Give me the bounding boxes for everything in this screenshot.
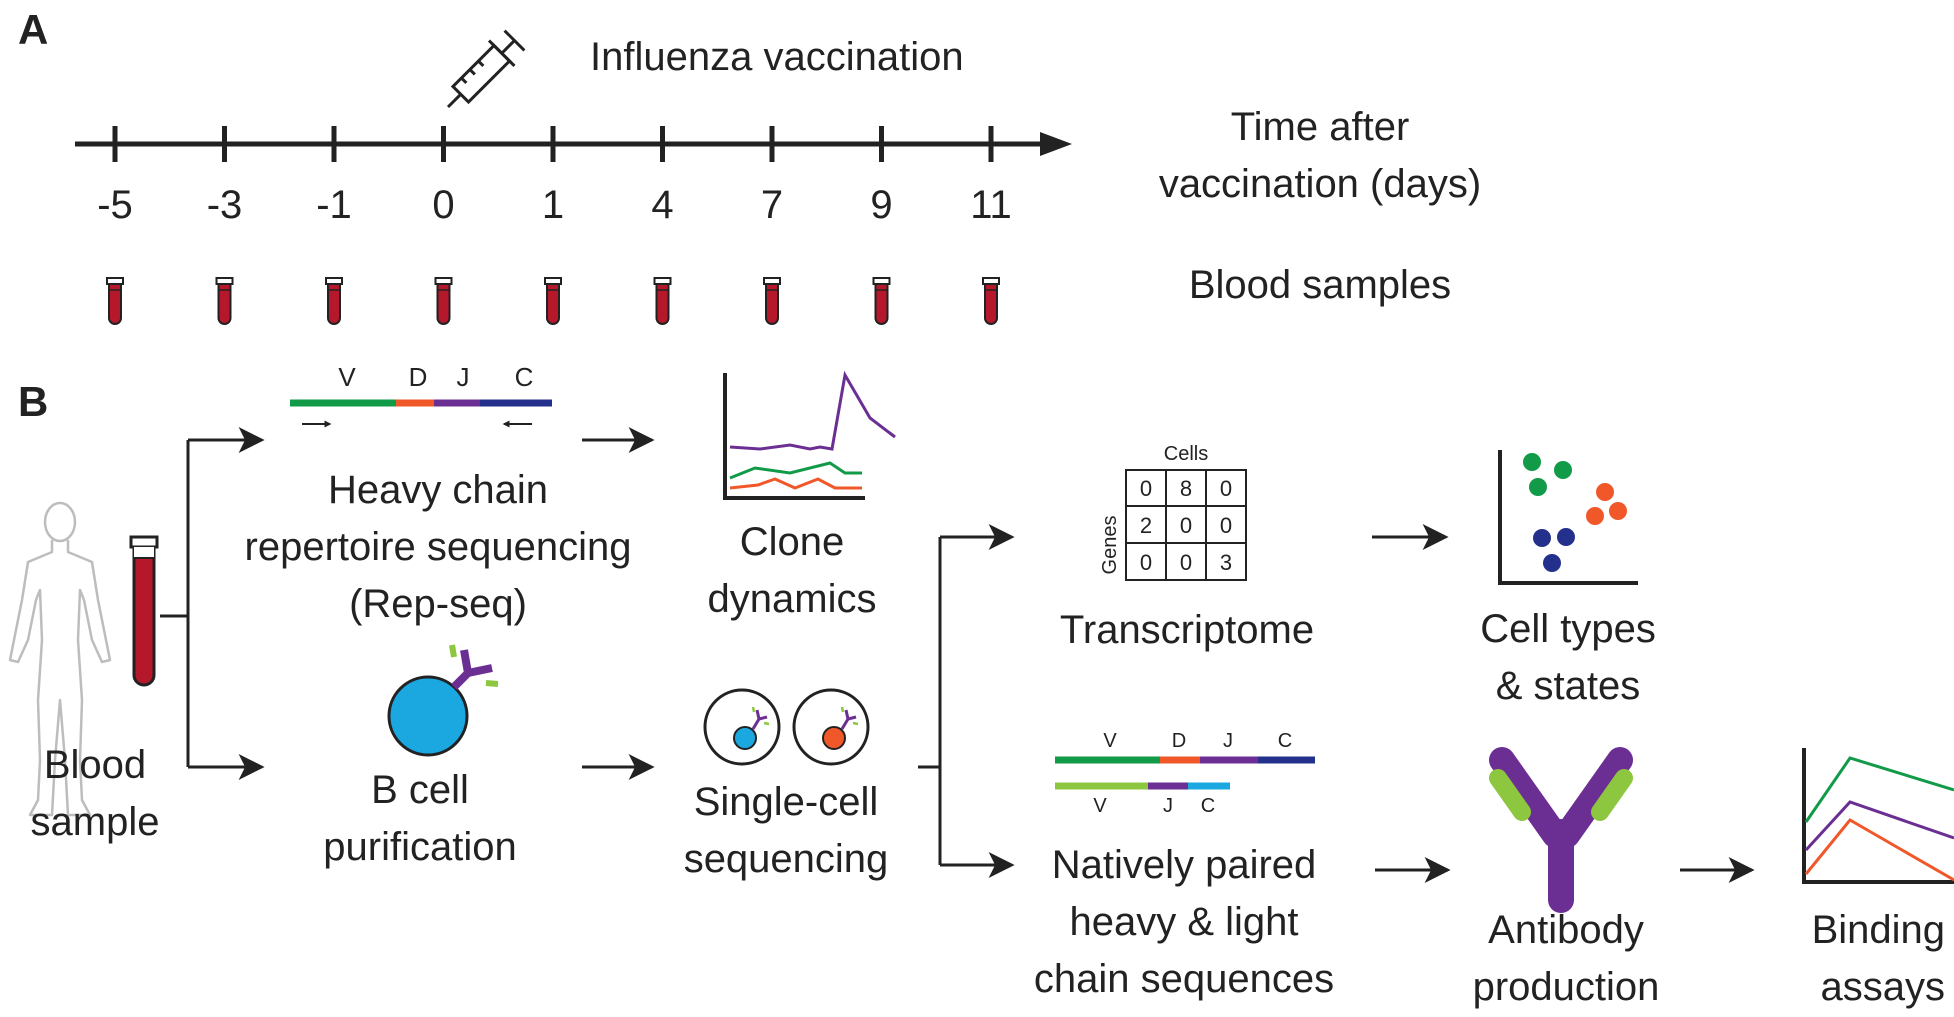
celltypes-label-line2: & states	[1496, 664, 1641, 708]
paired-label-line3: chain sequences	[1034, 957, 1334, 1001]
blood-tube-icon	[434, 277, 453, 325]
panel-a: A Influenza vaccination -5 -3 -1 0 1 4 7 9 11 Ti…	[18, 6, 1481, 325]
paired-heavy-segment-c: C	[1278, 730, 1292, 752]
clone-dynamics-plot-icon	[723, 370, 896, 500]
transcriptome-label: Transcriptome	[1060, 608, 1314, 652]
blood-tube-icon	[106, 277, 124, 325]
blood-sample-tubes	[106, 277, 1000, 325]
matrix-cells-label: Cells	[1164, 443, 1208, 465]
blood-tube-icon	[325, 277, 343, 325]
timeline-tick-label: -3	[207, 183, 243, 227]
matrix-cell-value: 0	[1220, 476, 1232, 501]
matrix-cell-value: 3	[1220, 550, 1232, 575]
antibody-label-line2: production	[1473, 965, 1660, 1009]
paired-label-line1: Natively paired	[1052, 843, 1317, 887]
matrix-cell-value: 0	[1180, 550, 1192, 575]
timeline-ticks	[112, 126, 994, 162]
matrix-cell-value: 0	[1140, 550, 1152, 575]
matrix-cell-value: 8	[1180, 476, 1192, 501]
antibody-icon	[1489, 747, 1633, 913]
branch-connector-left	[160, 427, 265, 780]
timeline-tick-label: 0	[432, 183, 454, 227]
bcell-label-line1: B cell	[371, 768, 469, 812]
repseq-segment-j: J	[457, 362, 470, 392]
blood-samples-label: Blood samples	[1189, 263, 1451, 307]
repseq-label-line3: (Rep-seq)	[349, 582, 527, 626]
blood-sample-label-line1: Blood	[44, 743, 146, 787]
cell-types-scatter-icon	[1498, 450, 1638, 585]
b-cell-icon	[387, 644, 499, 757]
repseq-label-line1: Heavy chain	[328, 468, 548, 512]
matrix-cell-value: 0	[1140, 476, 1152, 501]
antibody-label-line1: Antibody	[1488, 908, 1644, 952]
paired-label-line2: heavy & light	[1069, 900, 1298, 944]
repseq-label-line2: repertoire sequencing	[245, 525, 632, 569]
timeline-tick-label: -1	[316, 183, 352, 227]
paired-light-segment-v: V	[1093, 795, 1107, 817]
binding-label-line2: assays	[1821, 965, 1946, 1009]
blood-tube-icon	[872, 277, 891, 325]
blood-sample-tube-icon	[129, 535, 159, 687]
paired-light-segment-j: J	[1163, 795, 1173, 817]
human-body-icon	[8, 501, 112, 817]
blood-tube-icon	[982, 277, 1000, 325]
syringe-icon	[446, 29, 526, 109]
bcell-label-line2: purification	[323, 825, 516, 869]
matrix-genes-label: Genes	[1099, 516, 1121, 575]
blood-tube-icon	[215, 277, 234, 325]
singlecell-label-line1: Single-cell	[694, 780, 879, 824]
branch-connector-right	[918, 524, 1015, 878]
binding-assays-plot-icon	[1802, 748, 1954, 884]
timeline-tick-label: -5	[97, 183, 133, 227]
celltypes-label-line1: Cell types	[1480, 607, 1656, 651]
timeline-tick-label: 1	[542, 183, 564, 227]
paired-light-segment-c: C	[1201, 795, 1215, 817]
timeline-tick-label: 4	[651, 183, 673, 227]
repseq-segment-c: C	[515, 362, 534, 392]
panel-b-letter: B	[18, 378, 48, 425]
timeline-tick-label: 9	[870, 183, 892, 227]
paired-heavy-segment-v: V	[1103, 730, 1117, 752]
repseq-segment-d: D	[409, 362, 428, 392]
matrix-cell-value: 2	[1140, 513, 1152, 538]
timeline-tick-labels: -5 -3 -1 0 1 4 7 9 11	[97, 183, 1012, 227]
blood-tube-icon	[763, 277, 781, 325]
matrix-cell-value: 0	[1180, 513, 1192, 538]
expression-matrix	[1125, 469, 1247, 581]
timeline-tick-label: 11	[970, 183, 1012, 227]
panel-a-letter: A	[18, 6, 48, 53]
blood-sample-label-line2: sample	[31, 800, 160, 844]
binding-label-line1: Binding	[1812, 908, 1945, 952]
clone-dynamics-label-line1: Clone	[740, 520, 845, 564]
panel-b: B Blood sample V D	[8, 362, 1954, 1009]
timeline-arrowhead	[1040, 132, 1072, 156]
vaccination-label: Influenza vaccination	[590, 35, 964, 79]
time-axis-label-line1: Time after	[1231, 105, 1410, 149]
paired-heavy-segment-j: J	[1223, 730, 1233, 752]
blood-tube-icon	[653, 277, 672, 325]
timeline-tick-label: 7	[761, 183, 783, 227]
time-axis-label-line2: vaccination (days)	[1159, 162, 1481, 206]
matrix-cell-value: 0	[1220, 513, 1232, 538]
blood-tube-icon	[544, 277, 562, 325]
repseq-segment-v: V	[338, 362, 356, 392]
paired-heavy-segment-d: D	[1172, 730, 1186, 752]
singlecell-label-line2: sequencing	[684, 837, 889, 881]
single-cell-droplets-icon	[703, 688, 870, 766]
expression-matrix-values: 0 8 0 2 0 0 0 0 3	[1140, 476, 1232, 575]
clone-dynamics-label-line2: dynamics	[708, 577, 877, 621]
